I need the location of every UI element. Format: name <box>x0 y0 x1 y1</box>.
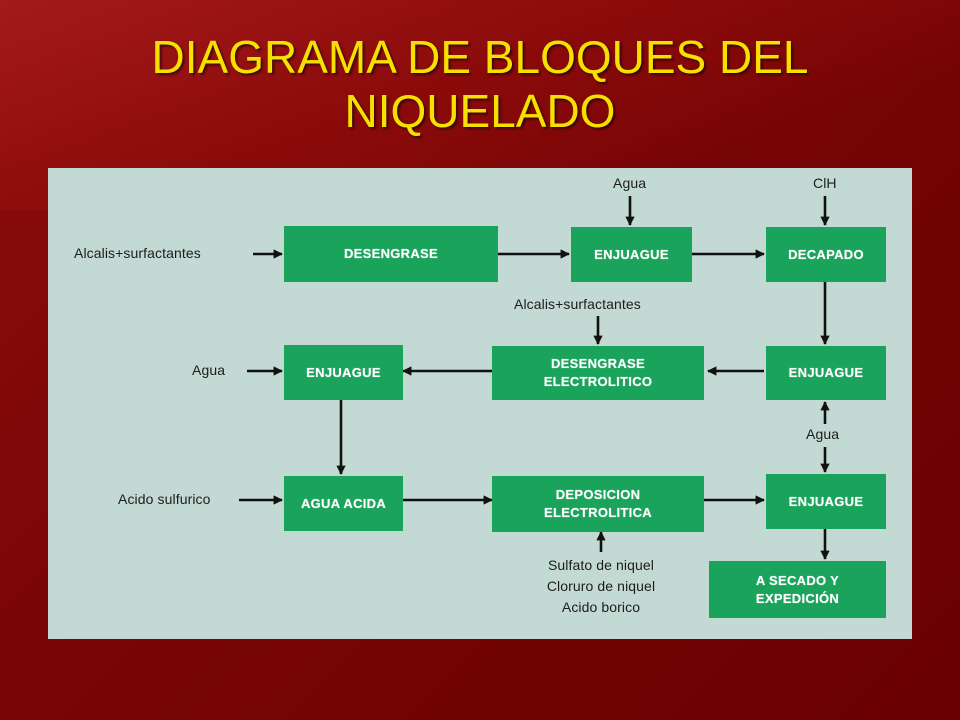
input-clh: ClH <box>813 175 837 191</box>
input-sulfato-niquel: Sulfato de niquel <box>547 557 654 573</box>
input-alcalis-top: Alcalis+surfactantes <box>74 245 201 261</box>
box-enjuague-right: ENJUAGUE <box>766 346 886 400</box>
input-acido-borico: Acido borico <box>561 599 641 615</box>
box-enjuague-left: ENJUAGUE <box>284 345 403 400</box>
page-title: DIAGRAMA DE BLOQUES DEL NIQUELADO <box>0 30 960 138</box>
box-enjuague-bottom: ENJUAGUE <box>766 474 886 529</box>
title-line-1: DIAGRAMA DE BLOQUES DEL <box>151 31 809 83</box>
box-secado-expedicion: A SECADO Y EXPEDICIÓN <box>709 561 886 618</box>
box-desengrase: DESENGRASE <box>284 226 498 282</box>
input-alcalis-middle: Alcalis+surfactantes <box>514 296 641 312</box>
box-desengrase-electrolitico: DESENGRASE ELECTROLITICO <box>492 346 704 400</box>
input-cloruro-niquel: Cloruro de niquel <box>546 578 656 594</box>
box-deposicion-electrolitica: DEPOSICION ELECTROLITICA <box>492 476 704 532</box>
title-line-2: NIQUELADO <box>344 85 616 137</box>
block-diagram: DESENGRASE ENJUAGUE DECAPADO ENJUAGUE DE… <box>48 168 912 639</box>
box-agua-acida: AGUA ACIDA <box>284 476 403 531</box>
input-acido-sulfurico: Acido sulfurico <box>118 491 211 507</box>
input-agua-top: Agua <box>613 175 647 191</box>
diagram-arrows <box>239 196 830 560</box>
box-enjuague-top: ENJUAGUE <box>571 227 692 282</box>
input-agua-left: Agua <box>192 362 226 378</box>
box-decapado: DECAPADO <box>766 227 886 282</box>
input-agua-right: Agua <box>806 426 840 442</box>
